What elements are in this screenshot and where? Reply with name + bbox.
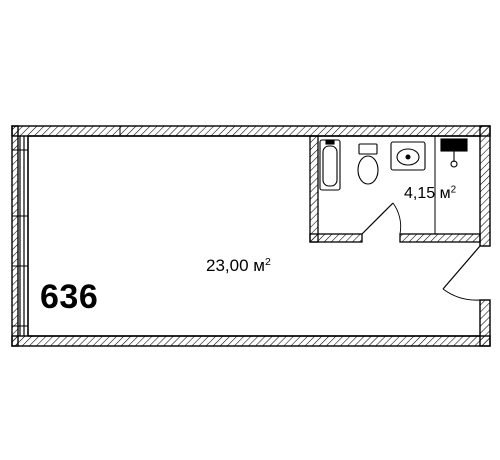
toilet-icon bbox=[357, 143, 379, 185]
wall-bottom bbox=[11, 335, 491, 347]
bathroom-walls bbox=[309, 135, 481, 243]
wall-right-upper bbox=[479, 125, 491, 247]
bathtub-icon bbox=[319, 139, 341, 191]
outer-walls bbox=[11, 125, 491, 347]
main-room-area-value: 23,00 bbox=[206, 256, 249, 275]
bathroom-area-unit: м bbox=[439, 185, 451, 202]
main-room-area-unit: м bbox=[253, 256, 265, 275]
sink-icon bbox=[390, 141, 426, 171]
bathroom-wall-left bbox=[309, 135, 319, 243]
bathroom-area-power: 2 bbox=[450, 184, 457, 196]
bathroom-wall-bottom-left bbox=[309, 233, 363, 243]
wall-top bbox=[11, 125, 491, 137]
bathroom-wall-bottom-right bbox=[399, 233, 481, 243]
wall-right-lower bbox=[479, 299, 491, 347]
main-room-area-label: 23,00 м2 bbox=[206, 256, 271, 276]
main-room-area-power: 2 bbox=[264, 256, 271, 269]
bathroom-door bbox=[361, 202, 402, 235]
bathroom-area-value: 4,15 bbox=[404, 185, 436, 202]
shower-icon bbox=[440, 138, 468, 168]
unit-number: 636 bbox=[40, 278, 99, 316]
entrance-door bbox=[442, 245, 481, 301]
bathroom-area-label: 4,15 м2 bbox=[404, 185, 456, 203]
wall-left-outer bbox=[11, 125, 19, 347]
left-window bbox=[12, 136, 29, 336]
room-outline bbox=[28, 126, 480, 337]
